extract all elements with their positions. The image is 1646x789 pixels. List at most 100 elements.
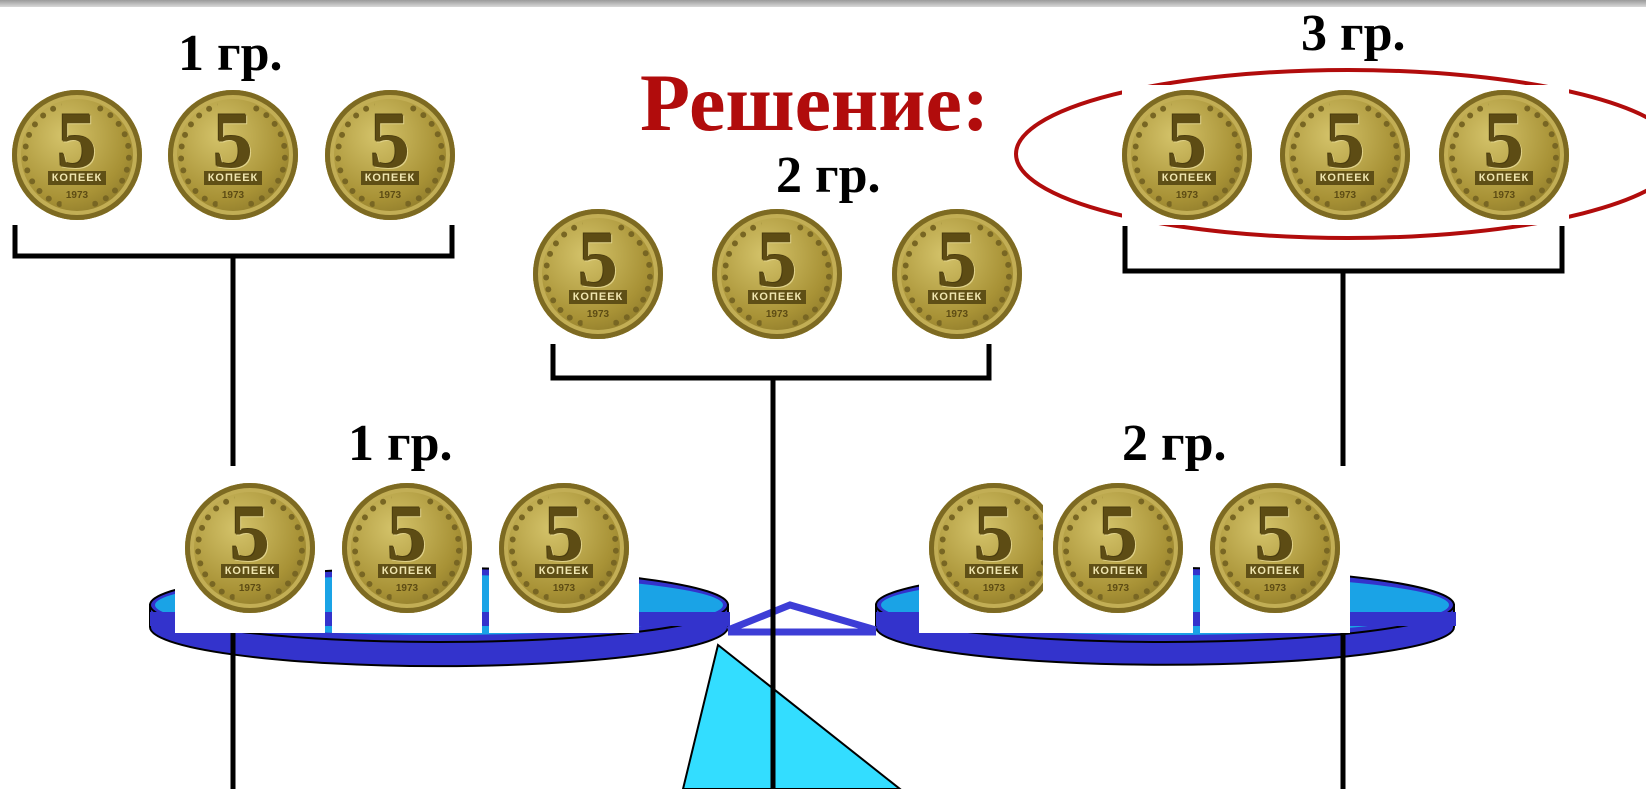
coin-word: КОПЕЕК	[751, 291, 803, 303]
coin-year: 1973	[1106, 583, 1130, 594]
coin-denomination: 5	[1098, 490, 1138, 578]
coin-band	[1475, 171, 1533, 185]
group-label-top-right: 3 гр.	[1301, 5, 1406, 62]
group-label-top-left: 1 гр.	[178, 25, 283, 82]
coin-denomination: 5	[370, 97, 410, 185]
coin-word: КОПЕЕК	[381, 565, 433, 577]
group-label-pan-right: 2 гр.	[1122, 415, 1227, 472]
coin-word: КОПЕЕК	[1478, 172, 1530, 184]
coin-band	[1158, 171, 1216, 185]
coin-denomination: 5	[578, 216, 618, 304]
coin-band	[748, 290, 806, 304]
coin-year: 1973	[945, 309, 969, 320]
coin-year: 1973	[238, 583, 262, 594]
coin-year: 1973	[552, 583, 576, 594]
coin-year: 1973	[586, 309, 610, 320]
coin-denomination: 5	[757, 216, 797, 304]
coin-denomination: 5	[387, 490, 427, 578]
coin-band	[378, 564, 436, 578]
coin-denomination: 5	[974, 490, 1014, 578]
coin-band	[535, 564, 593, 578]
coin-word: КОПЕЕК	[51, 172, 103, 184]
coin-word: КОПЕЕК	[931, 291, 983, 303]
coin-year: 1973	[1333, 190, 1357, 201]
coin-band	[1089, 564, 1147, 578]
coin-word: КОПЕЕК	[968, 565, 1020, 577]
coin-denomination: 5	[230, 490, 270, 578]
coin-word: КОПЕЕК	[1249, 565, 1301, 577]
coin-word: КОПЕЕК	[572, 291, 624, 303]
solution-title: Решение:	[640, 57, 990, 148]
coin-band	[48, 171, 106, 185]
coin-word: КОПЕЕК	[224, 565, 276, 577]
highlight-ellipse	[1014, 68, 1646, 240]
coin-year: 1973	[378, 190, 402, 201]
coin-word: КОПЕЕК	[207, 172, 259, 184]
coin-year: 1973	[65, 190, 89, 201]
coin-denomination: 5	[544, 490, 584, 578]
coin-word: КОПЕЕК	[538, 565, 590, 577]
coin-year: 1973	[1263, 583, 1287, 594]
scale-beam	[726, 601, 877, 634]
coin-band	[965, 564, 1023, 578]
group-label-pan-left: 1 гр.	[348, 415, 453, 472]
coin-year: 1973	[765, 309, 789, 320]
top-bar	[0, 0, 1646, 7]
coin-denomination: 5	[1325, 97, 1365, 185]
coin-band	[569, 290, 627, 304]
coin-denomination: 5	[1484, 97, 1524, 185]
coin-denomination: 5	[1255, 490, 1295, 578]
coin-word: КОПЕЕК	[1161, 172, 1213, 184]
group-label-top-middle: 2 гр.	[776, 147, 881, 204]
coin-word: КОПЕЕК	[1092, 565, 1144, 577]
coin-year: 1973	[982, 583, 1006, 594]
coin-band	[928, 290, 986, 304]
coin-year: 1973	[1175, 190, 1199, 201]
connector-lines	[12, 214, 1565, 789]
coin-band	[361, 171, 419, 185]
coin-word: КОПЕЕК	[364, 172, 416, 184]
coin-denomination: 5	[1167, 97, 1207, 185]
coin-band	[1316, 171, 1374, 185]
coin-year: 1973	[395, 583, 419, 594]
coin-denomination: 5	[937, 216, 977, 304]
coin-denomination: 5	[213, 97, 253, 185]
coin-year: 1973	[221, 190, 245, 201]
coin-year: 1973	[1492, 190, 1516, 201]
coin-word: КОПЕЕК	[1319, 172, 1371, 184]
coin-band	[221, 564, 279, 578]
coin-band	[1246, 564, 1304, 578]
coin-band	[204, 171, 262, 185]
scale-stand	[681, 643, 902, 789]
coin-denomination: 5	[57, 97, 97, 185]
